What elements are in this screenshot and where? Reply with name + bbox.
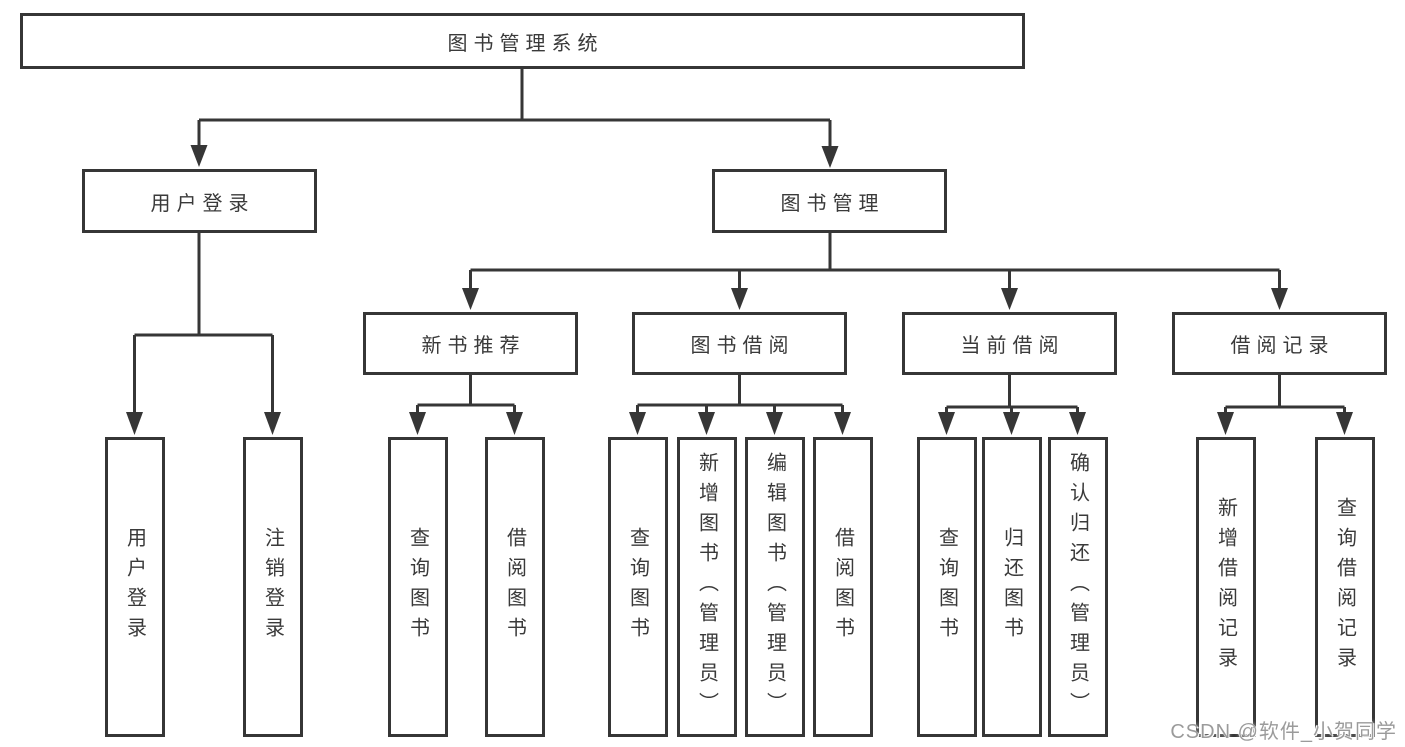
leaf-add-borrow-record: 新增借阅记录: [1196, 437, 1256, 737]
node-new-book-recommend: 新书推荐: [363, 312, 578, 375]
arrowhead-icon: [1271, 288, 1288, 310]
arrowhead-icon: [1217, 412, 1234, 435]
arrowhead-icon: [409, 412, 426, 435]
leaf-query-borrow-record: 查询借阅记录: [1315, 437, 1375, 737]
arrowhead-icon: [629, 412, 646, 435]
arrowhead-icon: [1001, 288, 1018, 310]
csdn-watermark: CSDN @软件_小贺同学: [1170, 721, 1397, 743]
arrowhead-icon: [264, 412, 281, 435]
node-library-system: 图书管理系统: [20, 13, 1025, 69]
leaf-user-login: 用户登录: [105, 437, 165, 737]
arrowhead-icon: [1069, 412, 1086, 435]
leaf-logout: 注销登录: [243, 437, 303, 737]
arrowhead-icon: [821, 146, 839, 168]
arrowhead-icon: [1003, 412, 1020, 435]
arrowhead-icon: [462, 288, 479, 310]
node-current-borrowing: 当前借阅: [902, 312, 1117, 375]
arrowhead-icon: [766, 412, 783, 435]
leaf-query-books-borrowing: 查询图书: [608, 437, 668, 737]
leaf-query-books-recommend: 查询图书: [388, 437, 448, 737]
leaf-borrow-books-borrowing: 借阅图书: [813, 437, 873, 737]
leaf-add-books-admin: 新增图书（管理员）: [677, 437, 737, 737]
arrowhead-icon: [1336, 412, 1353, 435]
arrowhead-icon: [698, 412, 715, 435]
arrowhead-icon: [731, 288, 748, 310]
node-book-management: 图书管理: [712, 169, 947, 233]
leaf-query-books-current: 查询图书: [917, 437, 977, 737]
node-user-login: 用户登录: [82, 169, 317, 233]
leaf-borrow-books-recommend: 借阅图书: [485, 437, 545, 737]
arrowhead-icon: [506, 412, 523, 435]
arrowhead-icon: [938, 412, 955, 435]
leaf-confirm-return-admin: 确认归还（管理员）: [1048, 437, 1108, 737]
arrowhead-icon: [190, 145, 208, 167]
leaf-return-books: 归还图书: [982, 437, 1042, 737]
node-book-borrowing: 图书借阅: [632, 312, 847, 375]
arrowhead-icon: [126, 412, 143, 435]
node-borrowing-records: 借阅记录: [1172, 312, 1387, 375]
arrowhead-icon: [834, 412, 851, 435]
leaf-edit-books-admin: 编辑图书（管理员）: [745, 437, 805, 737]
